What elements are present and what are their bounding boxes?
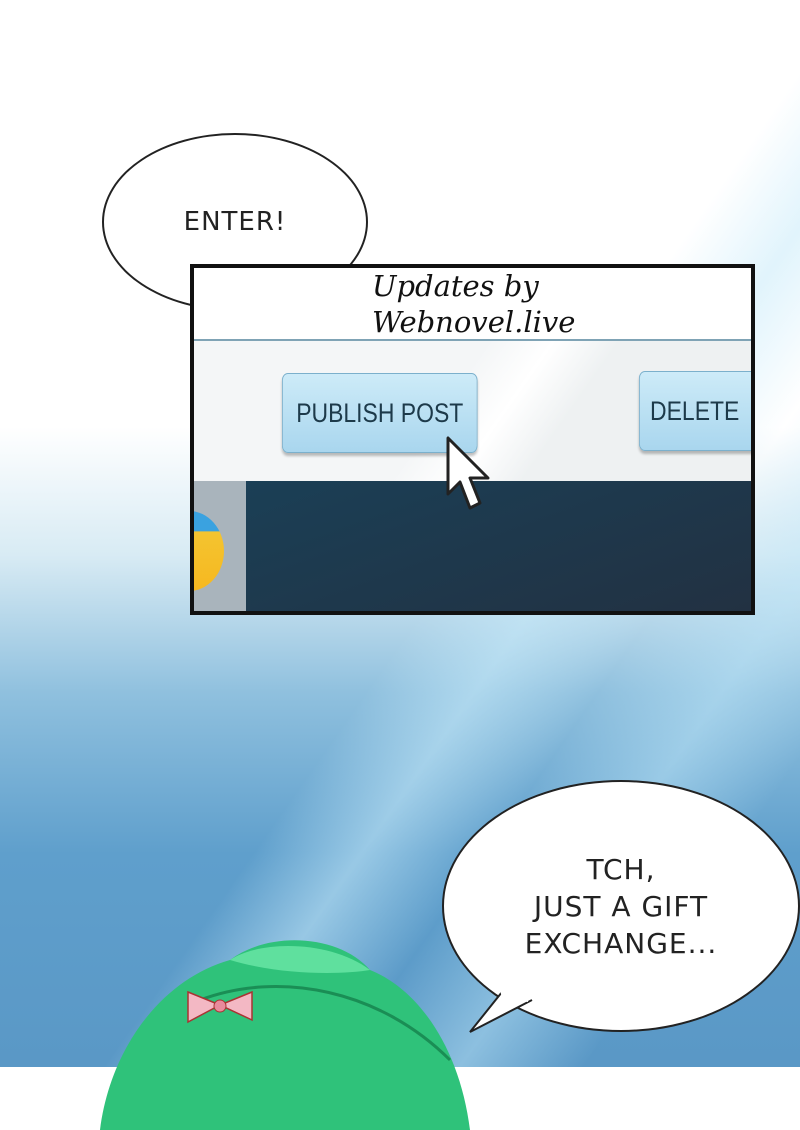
app-logo-icon [194, 511, 224, 591]
mouse-cursor-icon [446, 436, 490, 510]
delete-button[interactable]: DELETE [639, 371, 751, 451]
speech-text: ENTER! [183, 207, 287, 237]
speech-line-2: JUST A GIFT [533, 889, 709, 923]
speech-bubble-tail [469, 990, 533, 1033]
green-hair-character [100, 940, 470, 1130]
speech-line-1: TCH, [586, 852, 656, 886]
screen-panel: PUBLISH POST DELETE Updates by Webnovel.… [190, 264, 755, 615]
speech-line-3: EXCHANGE... [524, 926, 718, 960]
side-strip [194, 481, 246, 611]
watermark: Updates by Webnovel.live [372, 268, 575, 340]
watermark-line-2: Webnovel.live [372, 305, 576, 339]
watermark-line-1: Updates by [372, 269, 539, 303]
